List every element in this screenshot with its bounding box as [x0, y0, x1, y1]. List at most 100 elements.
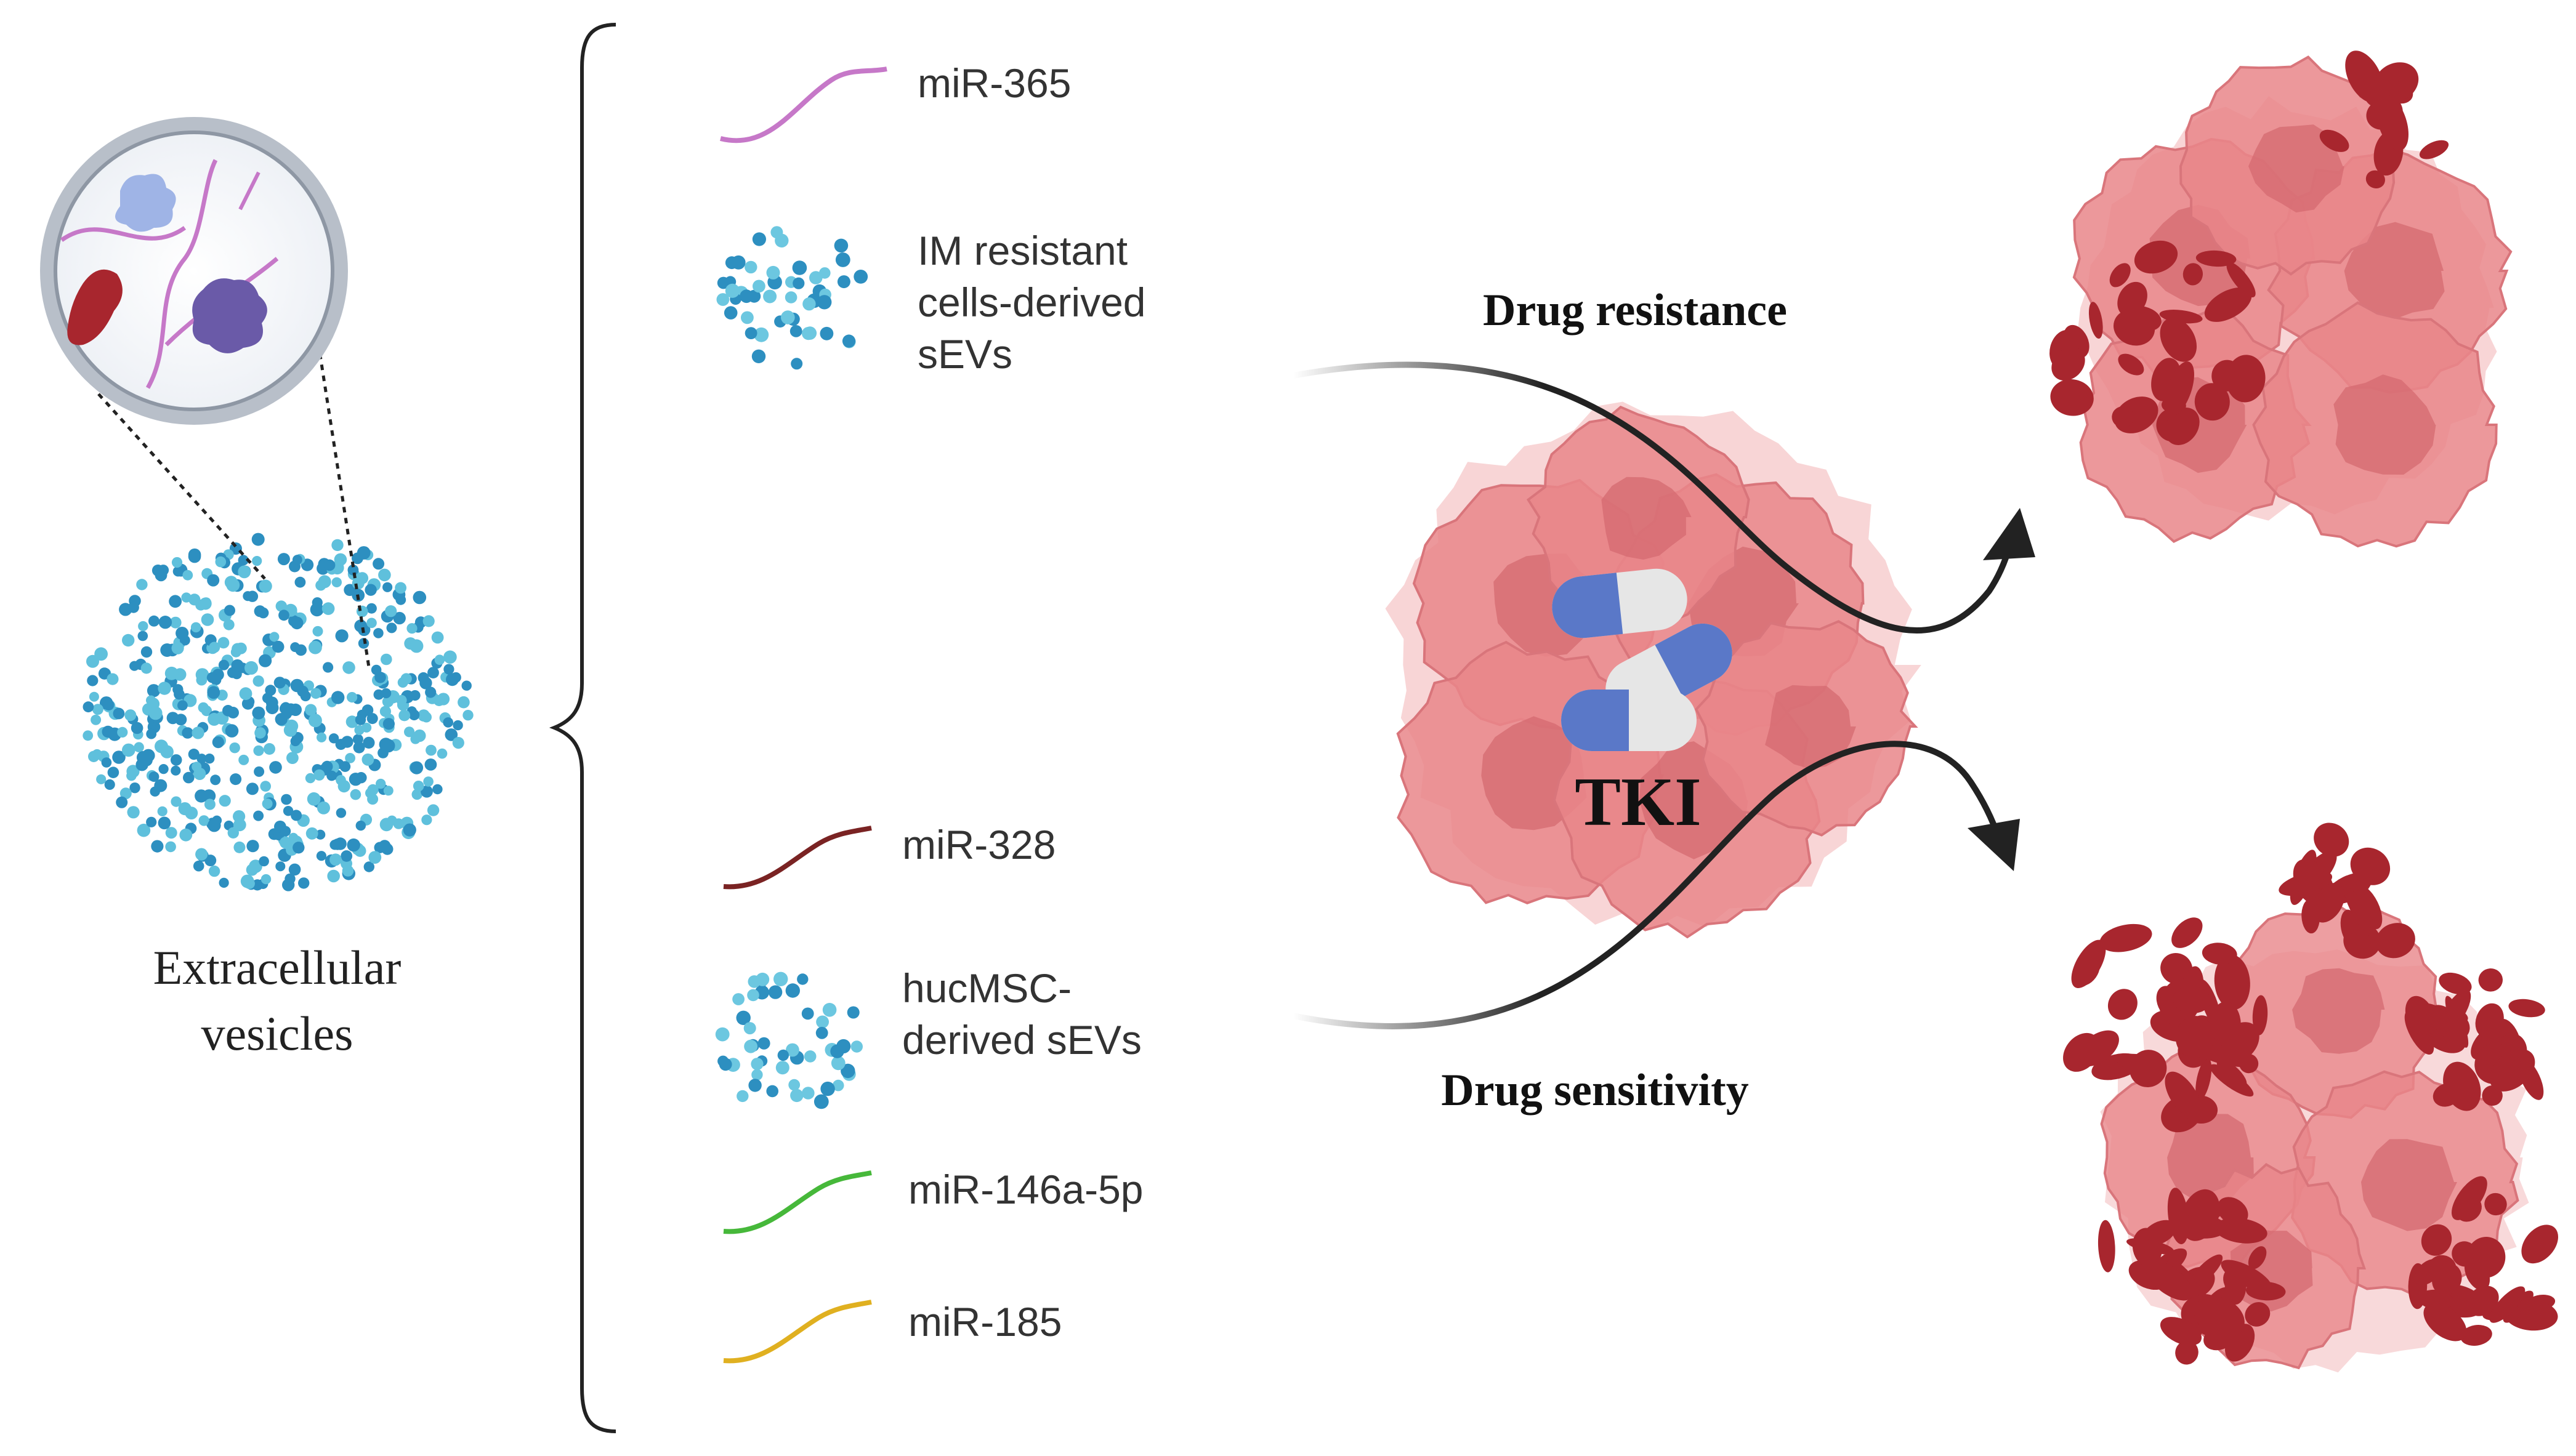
sev-dot [847, 1006, 860, 1019]
ev-dot [198, 815, 209, 826]
nucleus-icon [1765, 685, 1856, 769]
ev-dot [381, 688, 392, 699]
sev-dot [785, 291, 797, 304]
mir-146a-5p-label: miR-146a-5p [908, 1167, 1144, 1212]
sev-dot [766, 265, 780, 280]
ev-dot [366, 603, 377, 614]
apoptotic-body-icon [2117, 281, 2147, 317]
ev-dot [328, 733, 339, 744]
ev-dot [140, 754, 153, 766]
ev-dot [443, 650, 457, 664]
ev-dot [178, 802, 192, 816]
ev-dot [326, 770, 337, 781]
ev-dot [310, 688, 321, 699]
ev-dot [238, 754, 249, 765]
apoptotic-body-icon [2252, 995, 2268, 1036]
apoptotic-body-icon [2107, 989, 2138, 1020]
ev-dot [336, 808, 347, 818]
apoptotic-body-icon [2214, 954, 2250, 1010]
ev-dot [307, 792, 321, 806]
ev-dot [366, 713, 378, 725]
ev-dot [140, 646, 153, 658]
apoptotic-body-icon [2194, 383, 2230, 421]
ev-dot [349, 773, 363, 786]
apoptotic-body-icon [2175, 1016, 2215, 1058]
sev-dot [797, 973, 809, 985]
ev-dot [131, 722, 143, 734]
apoptotic-body-icon [2050, 379, 2094, 416]
ev-dot [398, 709, 411, 722]
ev-dot [170, 754, 182, 766]
apoptotic-body-icon [2194, 1296, 2245, 1338]
sev-dot [802, 327, 815, 340]
ev-dot [146, 816, 157, 827]
apoptotic-body-icon [2423, 1303, 2467, 1341]
ev-dot [437, 748, 448, 759]
sev-dot [715, 1027, 730, 1042]
ev-dot [379, 738, 393, 752]
mirna-strand-icon [720, 66, 887, 143]
sev-dot [786, 1043, 799, 1057]
ev-dot [363, 736, 375, 749]
ev-label-line2: vesicles [201, 1007, 353, 1060]
ev-dot [244, 661, 258, 675]
ev-dot [305, 773, 316, 784]
sev-dot [741, 311, 754, 324]
apoptotic-body-icon [2375, 923, 2415, 959]
ev-dot [112, 750, 126, 764]
sev-dot [836, 1039, 851, 1054]
apoptotic-body-icon [2455, 1196, 2482, 1222]
ev-dot [91, 714, 102, 725]
apoptotic-body-icon [2353, 885, 2383, 930]
ev-dot [427, 804, 440, 816]
apoptotic-body-icon [2248, 1246, 2267, 1269]
apoptotic-body-icon [2489, 1048, 2535, 1092]
ev-dot [286, 752, 299, 764]
ev-dot [107, 673, 119, 685]
ev-dot [424, 758, 437, 771]
ev-dot [361, 704, 374, 716]
ev-dot [458, 696, 470, 709]
ev-dot [382, 718, 395, 730]
ev-dot [410, 639, 424, 653]
apoptotic-body-icon [2195, 250, 2237, 267]
hucmsc-sevs-item: hucMSC- derived sEVs [715, 965, 1142, 1109]
ev-label-line1: Extracellular [153, 941, 402, 994]
ev-dot [317, 732, 327, 742]
ev-dot [210, 774, 221, 786]
sev-dot [791, 358, 803, 370]
ev-dot [193, 860, 204, 872]
sev-dot [719, 1058, 732, 1071]
sev-dot [740, 289, 753, 304]
ev-dot [265, 685, 277, 696]
ev-dot [94, 647, 108, 661]
apoptotic-body-icon [2160, 318, 2197, 362]
sev-dot [785, 983, 801, 998]
ev-dot [207, 686, 220, 699]
sev-dot [724, 306, 738, 320]
ev-dot [238, 555, 249, 566]
ev-dot [292, 555, 302, 565]
apoptotic-body-icon [2359, 79, 2389, 105]
sev-dot [736, 1010, 751, 1026]
ev-dot [269, 761, 282, 774]
apoptotic-body-icon [2051, 347, 2085, 381]
ev-dot [373, 558, 385, 570]
apoptotic-body-icon [2419, 140, 2449, 159]
apoptotic-body-icon [2226, 262, 2256, 298]
ev-dot [253, 810, 264, 821]
ev-dot [342, 661, 355, 674]
ev-dot [422, 615, 435, 627]
hucmsc-label-line2: derived sEVs [902, 1017, 1142, 1063]
ev-dot [239, 687, 252, 701]
ev-dot [188, 749, 200, 760]
ev-dot [198, 702, 209, 713]
sev-dot [754, 327, 769, 342]
ev-dot [204, 798, 216, 810]
ev-dot [102, 725, 115, 738]
ev-dot [148, 615, 159, 627]
apoptotic-body-icon [2452, 1241, 2477, 1267]
ev-dot [423, 776, 434, 787]
ev-dot [355, 714, 366, 725]
apoptotic-body-icon [2113, 309, 2155, 346]
